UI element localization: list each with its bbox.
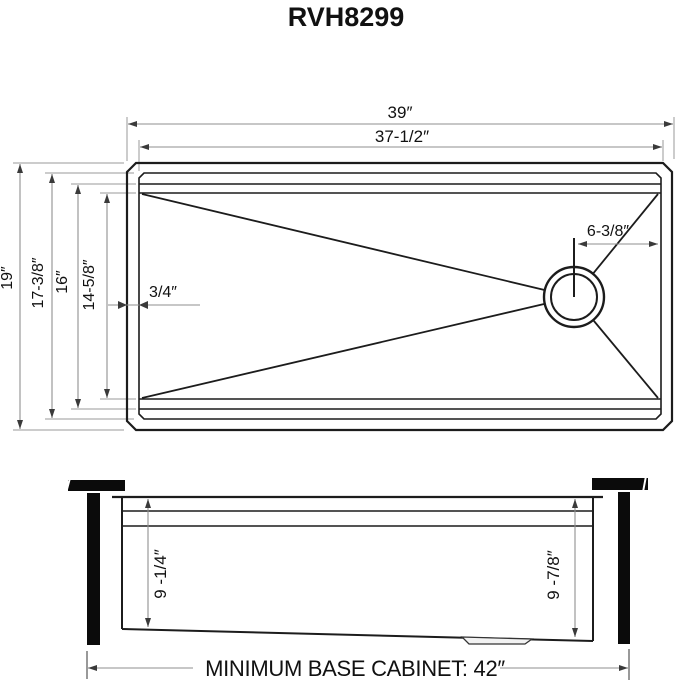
dim-label-17-3-8: 17-3/8″ (30, 257, 47, 308)
cabinet-wall-left (87, 493, 100, 645)
dim-label-37-1-2: 37-1/2″ (375, 127, 429, 146)
slope-line-bottom-left (141, 296, 575, 399)
sink-rim-inner (138, 172, 662, 420)
countertop-right (592, 478, 648, 490)
dim-label-3-4: 3/4″ (149, 284, 177, 301)
dim-label-6-3-8: 6-3/8″ (587, 223, 629, 240)
dim-label-16: 16″ (54, 270, 71, 294)
sink-side-view: 9 -1/4″ 9 -7/8″ MINIMUM BASE CABINET: 42… (65, 475, 648, 681)
break-mark (65, 477, 71, 494)
dim-label-9-1-4: 9 -1/4″ (151, 549, 170, 599)
page-title: RVH8299 (288, 2, 405, 32)
dim-label-39: 39″ (388, 103, 413, 122)
cabinet-note: MINIMUM BASE CABINET: 42″ (205, 656, 505, 681)
break-mark (642, 475, 647, 493)
countertop-left (68, 480, 125, 491)
dim-label-9-7-8: 9 -7/8″ (544, 550, 563, 600)
cabinet-wall-right (618, 492, 630, 644)
sink-top-view: 39″ 37-1/2″ 19″ 17-3/8″ 16″ 14-5/8″ (0, 103, 675, 432)
arrowhead (118, 301, 127, 309)
drain-fitting (460, 636, 534, 645)
arrowhead (139, 301, 148, 309)
dim-label-19: 19″ (0, 266, 16, 290)
slope-line-top-left (141, 193, 575, 298)
sink-rim-outer (125, 161, 674, 432)
dim-label-14-5-8: 14-5/8″ (81, 259, 98, 310)
